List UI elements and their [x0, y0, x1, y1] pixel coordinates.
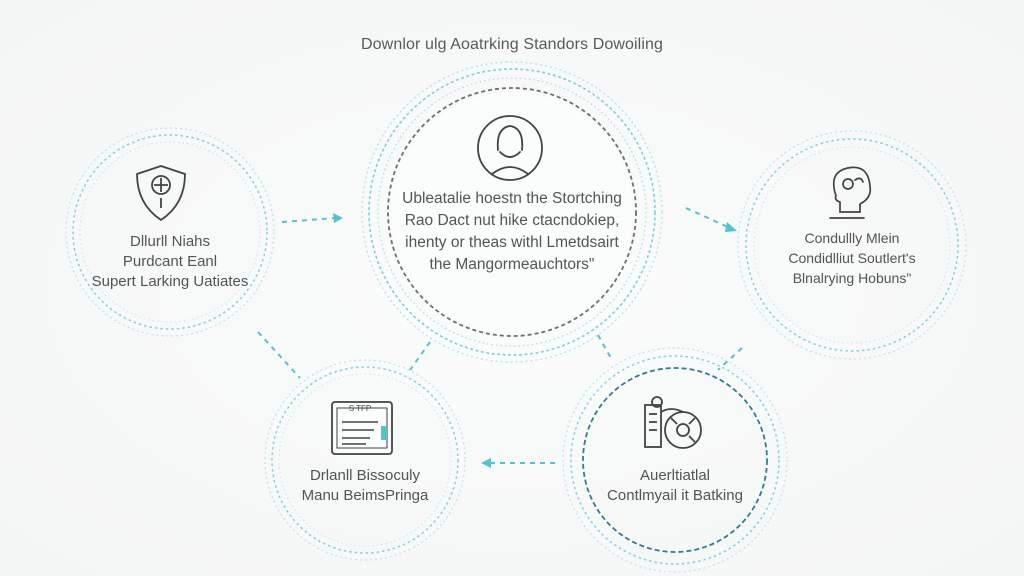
right-node	[737, 130, 967, 360]
left-line-1: Dllurll Niahs	[129, 233, 211, 250]
center-ring-light	[377, 77, 647, 347]
diagram-title: Downlor ulg Aoatrking Standors Dowoiling	[361, 36, 663, 53]
center-ring-teal	[368, 68, 656, 356]
bottom-left-node	[264, 359, 466, 561]
arrowheads	[333, 213, 737, 468]
bottom-left-line-1: Drlanll Bissoculy	[309, 467, 421, 484]
bottom-right-ring-teal	[570, 355, 780, 565]
bottom-left-ring-teal	[271, 366, 459, 554]
left-ring-inner	[79, 141, 261, 323]
center-line-3: ihenty or theas withl Lmetdsairt	[405, 234, 619, 251]
arrowhead-center-right	[725, 222, 737, 232]
document-icon-label: S TFP	[348, 404, 372, 413]
left-line-2: Purdcant Eanl	[122, 253, 218, 270]
connector-center-bottom-right	[597, 334, 613, 361]
left-ring-teal	[72, 134, 268, 330]
vault-icon	[644, 396, 702, 449]
center-ring-outer	[361, 61, 663, 363]
connector-right-bottom-right	[717, 347, 743, 371]
arrowhead-bottom-left	[481, 458, 491, 468]
bottom-right-line-1: Auerltiatlal	[639, 467, 711, 484]
center-node	[361, 61, 663, 363]
right-line-1: Condullly Mlein	[804, 230, 900, 246]
left-ring-outer	[65, 127, 275, 337]
right-line-3: Blnalrying Hobuns"	[792, 270, 912, 286]
center-line-2: Rao Dact nut hike ctacndokiep,	[404, 212, 620, 229]
bottom-left-line-2: Manu BeimsPringa	[301, 487, 429, 504]
document-icon	[331, 401, 393, 455]
center-line-4: the Mangormeauchtors"	[429, 256, 595, 273]
right-ring-inner	[753, 146, 951, 344]
bottom-left-node-text: Drlanll Bissoculy Manu BeimsPringa	[285, 466, 445, 506]
bottom-right-node	[562, 347, 788, 573]
bottom-right-node-text: Auerltiatlal Contlmyail it Batking	[590, 466, 760, 506]
connectors	[257, 207, 743, 464]
thinking-head-icon	[829, 166, 872, 219]
left-node	[65, 127, 275, 337]
center-ring-dark	[387, 87, 637, 337]
right-node-text: Condullly Mlein Condidlliut Soutlert's B…	[767, 228, 937, 288]
right-line-2: Condidlliut Soutlert's	[788, 250, 916, 266]
left-line-3: Supert Larking Uatiates	[91, 273, 249, 290]
connector-center-bottom-left	[409, 341, 431, 371]
left-node-text: Dllurll Niahs Purdcant Eanl Supert Larki…	[80, 232, 260, 292]
bottom-right-ring-outer	[562, 347, 788, 573]
person-icon	[477, 115, 543, 181]
shield-icon	[136, 165, 186, 221]
bottom-right-ring-dark	[582, 367, 768, 553]
connector-left-center	[281, 217, 337, 223]
bottom-right-line-2: Contlmyail it Batking	[607, 487, 743, 504]
right-ring-teal	[745, 138, 959, 352]
center-node-text: Ubleatalie hoestn the Stortching Rao Dac…	[392, 188, 632, 276]
connector-center-right	[685, 207, 731, 229]
center-line-1: Ubleatalie hoestn the Stortching	[402, 190, 622, 207]
arrowhead-left-center	[333, 213, 343, 223]
bottom-left-ring-inner	[278, 373, 452, 547]
right-ring-outer	[737, 130, 967, 360]
bottom-left-ring-outer	[264, 359, 466, 561]
connector-left-bottom-left	[257, 331, 301, 379]
